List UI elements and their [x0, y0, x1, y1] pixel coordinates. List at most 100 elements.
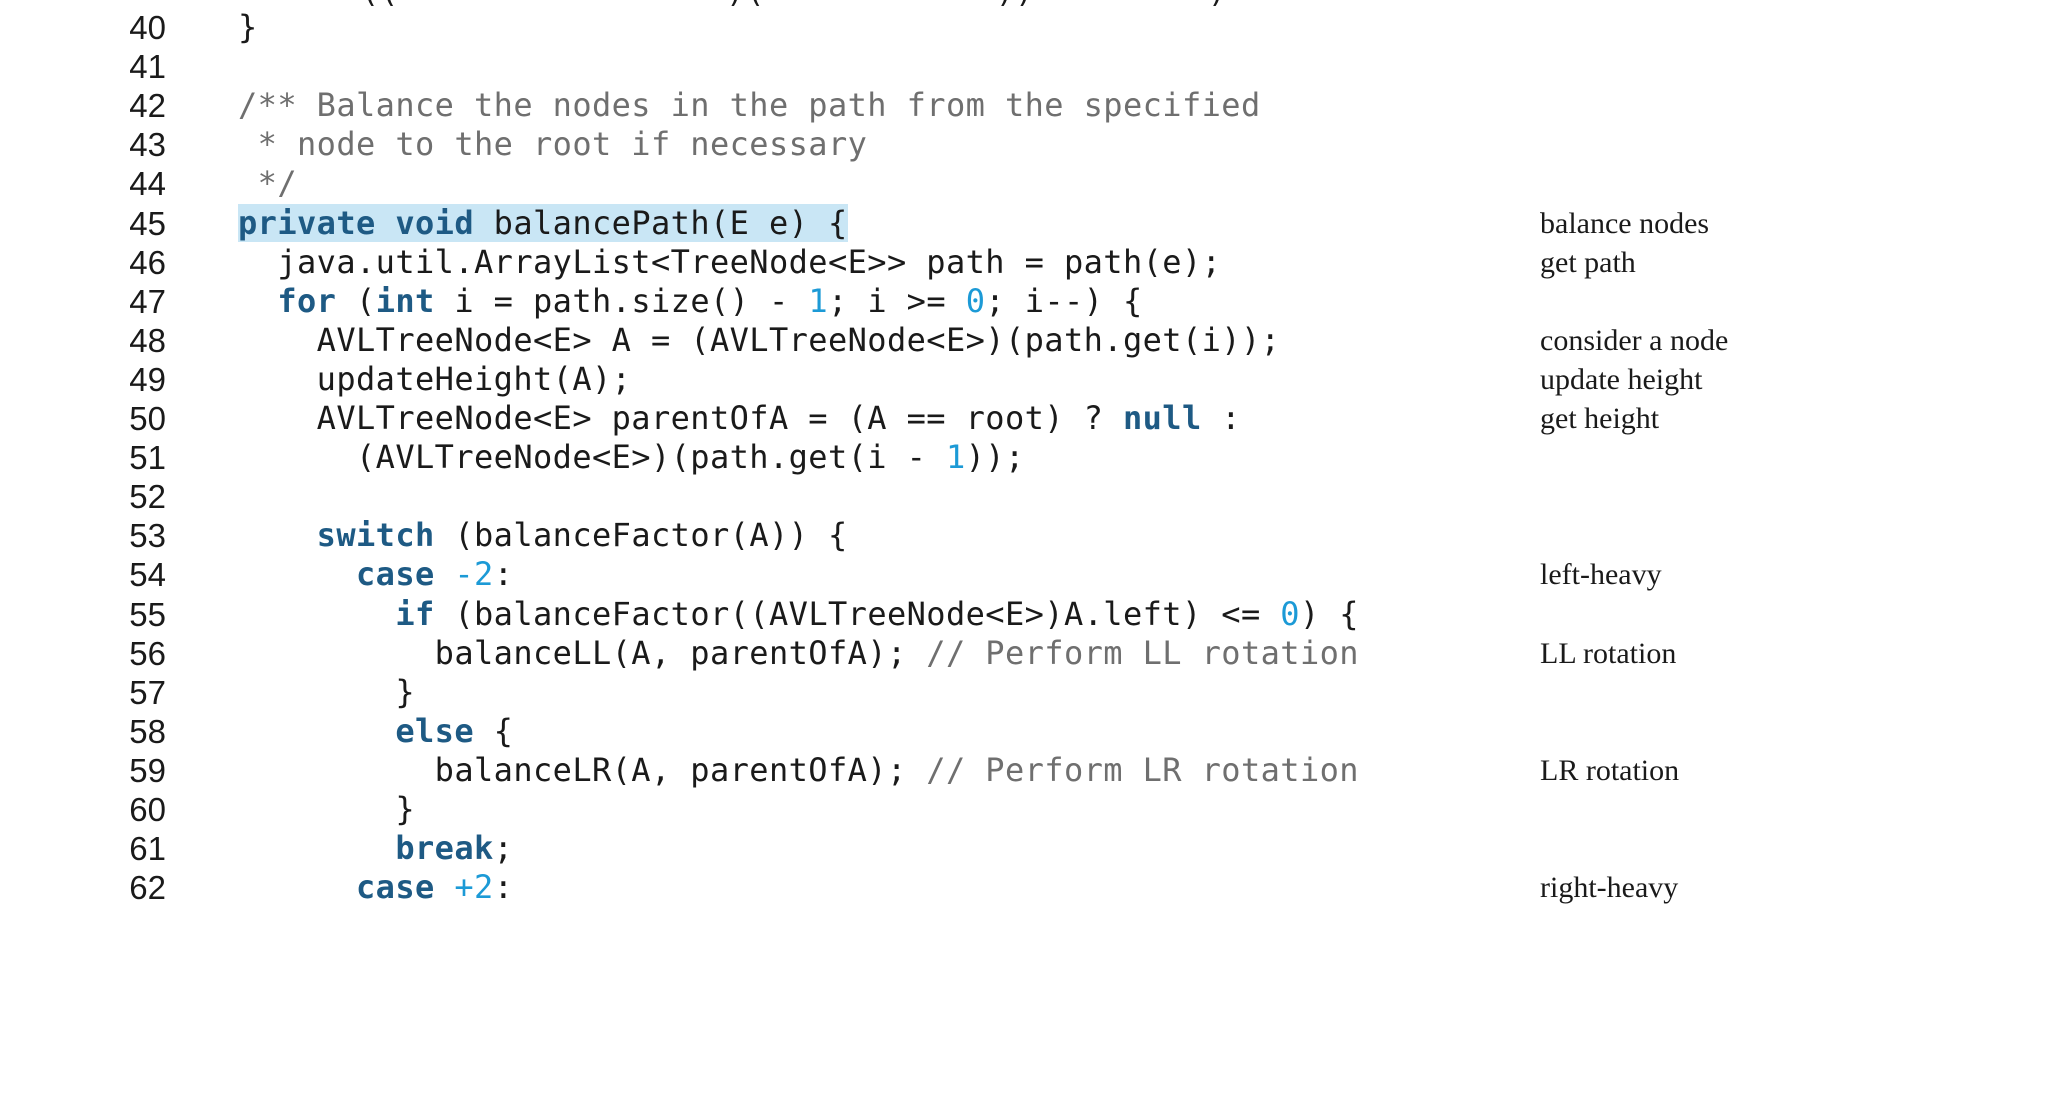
code-token — [238, 829, 395, 867]
code-line: 45 private void balancePath(E e) { balance… — [0, 203, 2046, 243]
code-line: 46 java.util.ArrayList<TreeNode<E>> path… — [0, 243, 2046, 282]
code-token: ) { — [1299, 594, 1359, 633]
code-text: /** Balance the nodes in the path from t… — [238, 86, 1261, 125]
code-keyword: break — [395, 829, 494, 868]
line-number: 50 — [129, 400, 166, 437]
code-token: { — [474, 711, 514, 750]
code-token: ; — [493, 829, 514, 868]
code-token: : — [493, 868, 514, 907]
code-number: +2 — [454, 868, 494, 907]
line-number: 56 — [129, 634, 166, 672]
code-line: 40} — [0, 8, 2046, 47]
code-line: 52 — [0, 477, 2046, 516]
margin-annotation: get path — [1540, 245, 1636, 279]
code-token: )); — [965, 438, 1025, 477]
code-keyword: null — [1122, 399, 1202, 437]
code-line: 57 } — [0, 673, 2046, 712]
code-number: 1 — [808, 281, 829, 320]
code-token: } — [238, 8, 258, 46]
code-keyword: for — [277, 281, 337, 320]
code-line: 53 switch (balanceFactor(A)) { — [0, 516, 2046, 555]
line-number: 55 — [129, 595, 166, 633]
line-number: 42 — [129, 87, 166, 125]
code-text: * node to the root if necessary — [238, 125, 867, 164]
code-token — [435, 555, 455, 593]
margin-annotation: consider a node — [1540, 323, 1729, 357]
code-keyword: switch — [316, 516, 435, 555]
code-comment: // Perform LR rotation — [926, 750, 1359, 789]
code-text: switch (balanceFactor(A)) { — [238, 516, 848, 555]
code-line: 58 else { — [0, 712, 2046, 751]
line-number: 45 — [129, 204, 166, 242]
line-number: 51 — [129, 439, 166, 477]
code-token: : — [493, 555, 514, 594]
code-text: AVLTreeNode<E> parentOfA = (A == root) ?… — [238, 399, 1241, 438]
code-text: } — [238, 8, 258, 47]
line-number: 58 — [129, 712, 166, 750]
code-token: i = path.size() - — [434, 281, 809, 320]
code-token — [435, 868, 455, 906]
margin-annotation: right-heavy — [1540, 871, 1679, 905]
code-line: 60 } — [0, 790, 2046, 829]
margin-annotation: update height — [1540, 362, 1703, 396]
line-number: 47 — [129, 282, 166, 320]
code-line: 56 balanceLL(A, parentOfA); // Perform L… — [0, 634, 2046, 673]
code-token: } — [238, 672, 415, 711]
code-token: AVLTreeNode<E> A = (AVLTreeNode<E>)(path… — [238, 320, 1281, 359]
code-text: } — [238, 790, 415, 829]
code-token — [238, 712, 395, 750]
code-line: 47 for (int i = path.size() - 1; i >= 0;… — [0, 282, 2046, 321]
line-number: 57 — [129, 673, 166, 711]
code-number: 0 — [965, 281, 986, 320]
code-keyword: int — [375, 281, 435, 320]
code-line: 54 case -2:left-heavy — [0, 555, 2046, 594]
code-token: (AVLTreeNode<E>)(path.get(i - — [238, 438, 946, 477]
code-line: 43 * node to the root if necessary — [0, 125, 2046, 164]
code-token: ( — [336, 281, 376, 320]
code-text: case +2: — [238, 868, 513, 907]
code-text: case -2: — [238, 555, 513, 594]
code-token: balanceLR(A, parentOfA); — [238, 750, 927, 789]
line-number: 44 — [129, 165, 166, 203]
code-text: for (int i = path.size() - 1; i >= 0; i-… — [238, 282, 1143, 321]
code-token: balancePath(E e) { — [474, 203, 848, 242]
code-text: break; — [238, 829, 513, 868]
code-text: updateHeight(A); — [238, 360, 631, 399]
code-token — [238, 516, 317, 554]
code-line: 42 /** Balance the nodes in the path from… — [0, 86, 2046, 125]
code-comment: * node to the root if necessary — [238, 125, 868, 164]
code-token — [238, 555, 356, 593]
margin-annotation: LL rotation — [1540, 636, 1677, 670]
code-text: balanceLR(A, parentOfA); // Perform LR r… — [238, 751, 1359, 790]
code-keyword: private void — [238, 203, 474, 242]
line-number: 62 — [129, 869, 166, 907]
code-text: java.util.ArrayList<TreeNode<E>> path = … — [238, 243, 1221, 282]
code-keyword: case — [356, 868, 435, 907]
line-number: 43 — [129, 126, 166, 164]
clipped-code-fragment: (( )( )) ) — [360, 0, 1227, 11]
code-token: : — [1201, 399, 1241, 437]
code-text: (AVLTreeNode<E>)(path.get(i - 1)); — [238, 438, 1025, 477]
code-token: (balanceFactor(A)) { — [434, 516, 848, 555]
line-number: 49 — [129, 360, 166, 398]
code-line: 55 if (balanceFactor((AVLTreeNode<E>)A.l… — [0, 595, 2046, 634]
code-comment: /** Balance the nodes in the path from t… — [238, 86, 1261, 125]
code-number: 1 — [945, 438, 966, 477]
code-line: 44 */ — [0, 164, 2046, 203]
line-number: 54 — [129, 556, 166, 594]
code-token: } — [238, 790, 415, 828]
line-number: 46 — [129, 243, 166, 281]
code-comment: */ — [238, 164, 297, 203]
code-token — [238, 595, 395, 633]
code-token — [238, 282, 277, 320]
margin-annotation: balance nodes — [1540, 206, 1710, 240]
code-keyword: case — [356, 555, 435, 594]
code-text: else { — [238, 712, 513, 751]
code-token — [238, 868, 356, 906]
code-line: 50 AVLTreeNode<E> parentOfA = (A == root… — [0, 399, 2046, 438]
line-number: 41 — [129, 48, 166, 86]
margin-annotation: get height — [1540, 402, 1660, 435]
code-number: -2 — [454, 555, 494, 594]
code-text: balanceLL(A, parentOfA); // Perform LL r… — [238, 634, 1359, 673]
